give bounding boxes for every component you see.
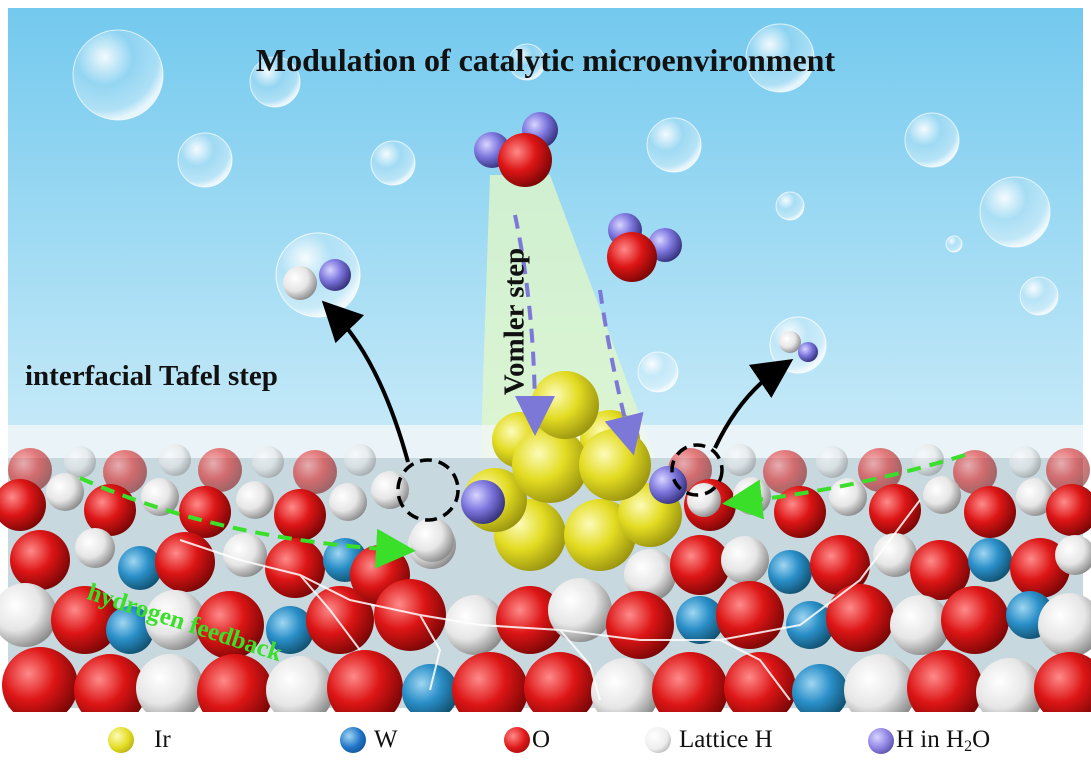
vomler-arrow-right xyxy=(598,289,644,456)
ir-swatch-icon xyxy=(108,727,134,753)
tafel-arrow-left xyxy=(321,300,410,463)
scene-illustration xyxy=(0,8,1091,712)
lattice-h-swatch-icon xyxy=(645,727,671,753)
lattice-h-left xyxy=(410,518,454,562)
water-molecule-top xyxy=(474,112,558,187)
vomler-step-label: Vomler step xyxy=(498,247,531,396)
tafel-step-label: interfacial Tafel step xyxy=(25,360,278,392)
h2-molecule-right xyxy=(779,331,818,362)
legend-label-ir: Ir xyxy=(154,726,171,753)
tafel-arrow-right xyxy=(713,359,794,449)
w-swatch-icon xyxy=(340,727,366,753)
legend: Ir W O Lattice H H in H2O xyxy=(0,712,1091,772)
water-molecule-middle xyxy=(607,213,682,282)
diagram-title: Modulation of catalytic microenvironment xyxy=(255,42,836,78)
h-in-water-swatch-icon xyxy=(868,728,894,754)
legend-item-o: O xyxy=(504,726,550,754)
feedback-arrow-left xyxy=(79,476,416,569)
legend-item-ir: Ir xyxy=(108,726,171,754)
legend-label-o: O xyxy=(532,726,551,753)
legend-label-lattice-h: Lattice H xyxy=(679,726,773,753)
lattice-h-right xyxy=(687,483,721,517)
o-swatch-icon xyxy=(504,727,530,753)
h2-molecule-left xyxy=(283,259,351,300)
legend-label-w: W xyxy=(374,726,398,753)
adsorbed-h-right xyxy=(649,466,687,504)
adsorbed-h-left xyxy=(461,480,505,524)
vomler-arrow-left xyxy=(513,214,555,436)
legend-item-h-in-water: H in H2O xyxy=(868,726,990,756)
bubbles xyxy=(72,23,1059,393)
tafel-site-circle-left xyxy=(396,458,460,522)
tafel-site-circle-right xyxy=(670,443,724,497)
legend-item-lattice-h: Lattice H xyxy=(645,726,773,754)
legend-item-w: W xyxy=(340,726,398,754)
legend-label-h-in-water: H in H2O xyxy=(896,726,991,755)
electric-sparks xyxy=(179,499,921,701)
feedback-arrow-right xyxy=(722,453,966,520)
